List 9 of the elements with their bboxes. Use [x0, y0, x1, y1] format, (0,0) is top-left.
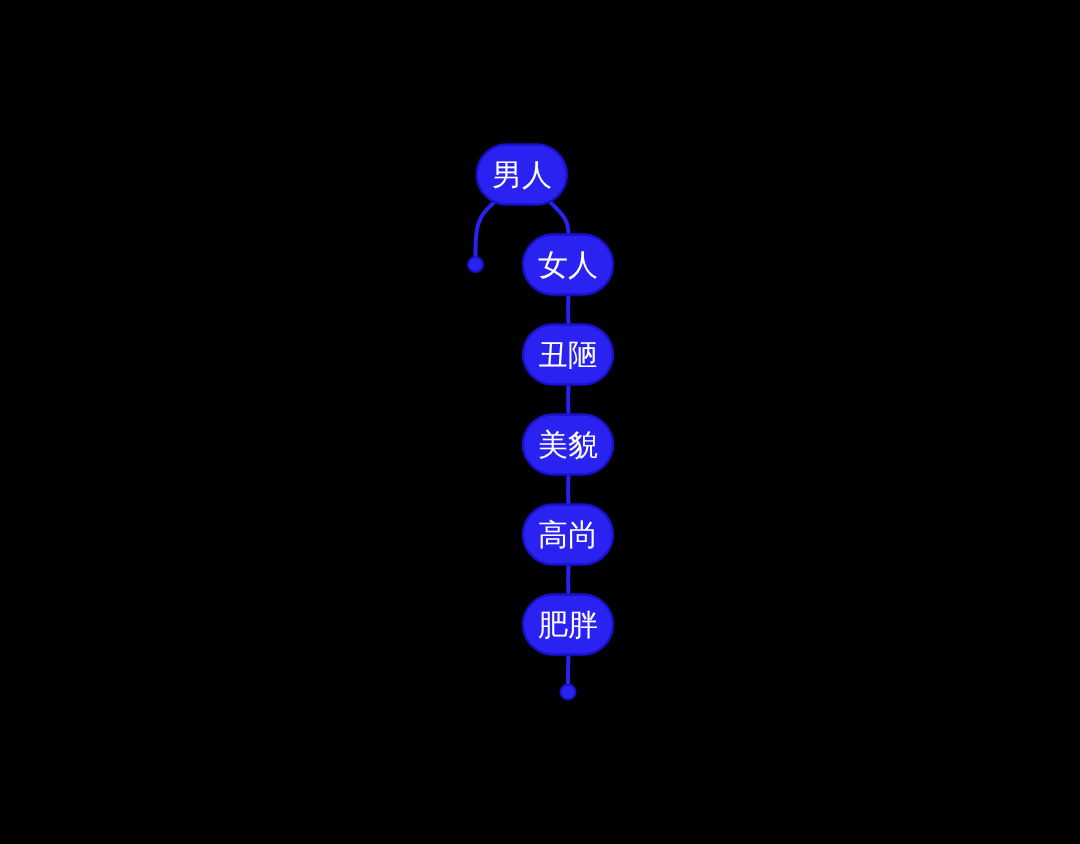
connector — [565, 294, 570, 326]
connector — [565, 564, 570, 596]
node-circle — [466, 256, 484, 273]
connector — [548, 200, 570, 236]
connector — [565, 474, 570, 506]
node-circle — [559, 683, 576, 701]
connector — [473, 200, 496, 257]
connector — [565, 384, 570, 416]
connector — [565, 654, 570, 685]
